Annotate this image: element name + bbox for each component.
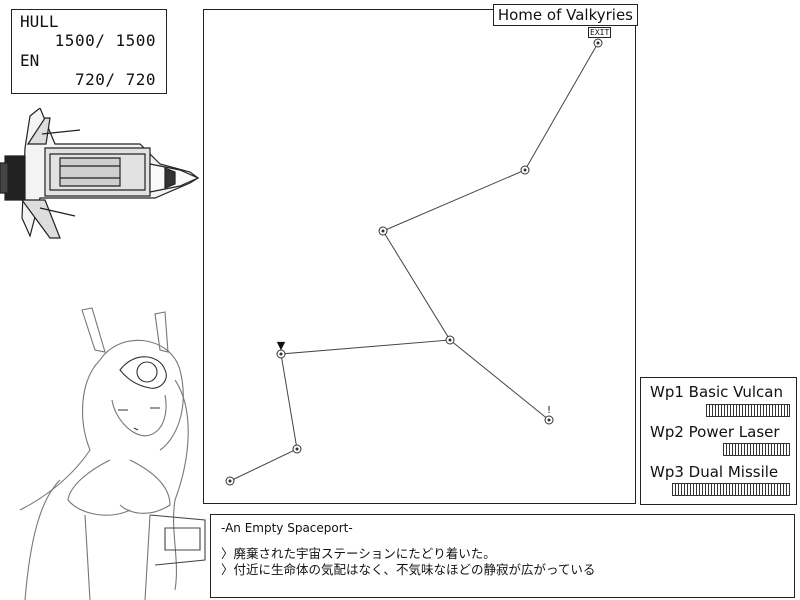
en-label: EN [20,51,40,70]
weapon-3-label[interactable]: Wp3 Dual Missile [650,463,779,481]
weapon-2-gauge [723,443,790,456]
map-node[interactable] [378,226,388,236]
en-value: 720/ 720 [74,70,156,89]
ship-illustration [0,108,200,239]
weapon-3-gauge [672,483,790,496]
status-panel: HULL 1500/ 1500 EN 720/ 720 [11,9,167,94]
pilot-portrait [19,307,206,600]
map-node[interactable] [292,444,302,454]
hull-label: HULL [20,12,59,31]
map-nodes [225,38,603,486]
star-map[interactable]: ▼ ! EXIT Home of Valkyries [203,4,638,504]
current-position-marker: ▼ [277,339,286,352]
message-window: -An Empty Spaceport- 〉廃棄された宇宙ステーションにたどり着… [210,514,795,598]
event-marker: ! [547,405,551,416]
map-node[interactable] [445,335,455,345]
message-line: 〉廃棄された宇宙ステーションにたどり着いた。 [221,546,496,561]
hull-value: 1500/ 1500 [54,31,156,50]
map-node-current[interactable] [276,349,286,359]
weapon-1-gauge [706,404,790,417]
message-line: 〉付近に生命体の気配はなく、不気味なほどの静寂が広がっている [221,562,596,577]
map-node[interactable] [225,476,235,486]
message-title: -An Empty Spaceport- [221,521,353,535]
exit-label: EXIT [588,27,612,38]
map-title: Home of Valkyries [492,4,638,26]
map-node-event[interactable] [544,415,554,425]
map-node-exit[interactable] [593,38,603,48]
weapon-2-label[interactable]: Wp2 Power Laser [650,423,780,441]
weapons-panel: Wp1 Basic Vulcan Wp2 Power Laser Wp3 Dua… [640,377,797,505]
map-route-canvas: ▼ ! [225,38,603,486]
weapon-1-label[interactable]: Wp1 Basic Vulcan [650,383,784,401]
map-node[interactable] [520,165,530,175]
